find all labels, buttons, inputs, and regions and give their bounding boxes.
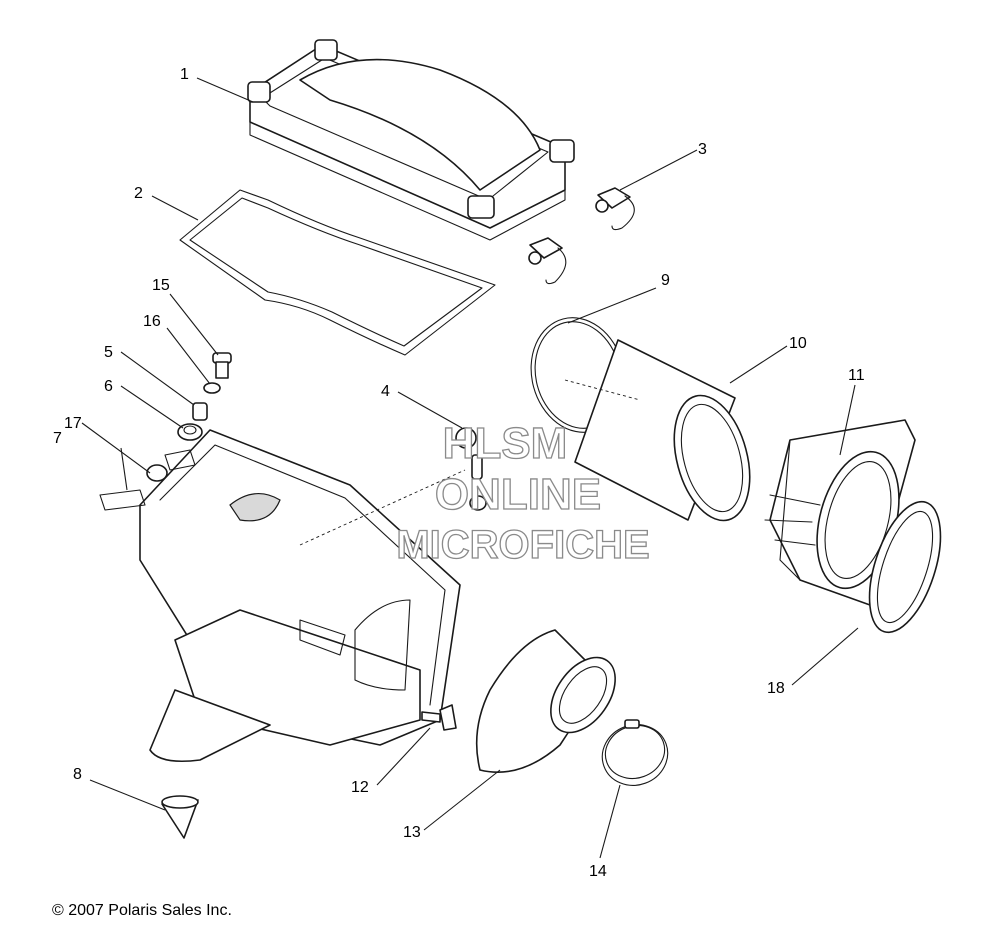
watermark-line-1: HLSM — [443, 419, 568, 468]
copyright-text: © 2007 Polaris Sales Inc. — [52, 902, 232, 919]
callout-7: 7 — [53, 430, 62, 447]
callout-5: 5 — [104, 344, 113, 361]
part-8-drain-valve — [161, 795, 199, 839]
callout-9: 9 — [661, 272, 670, 289]
watermark-line-2: ONLINE — [435, 470, 601, 519]
part-10-air-filter — [564, 339, 751, 522]
callout-8: 8 — [73, 766, 82, 783]
part-2-gasket — [179, 189, 496, 356]
callout-2: 2 — [134, 185, 143, 202]
callout-15: 15 — [152, 277, 170, 294]
part-5-bushing — [192, 402, 208, 421]
watermark: HLSM ONLINE MICROFICHE — [396, 418, 651, 567]
part-14-hose-clamp — [601, 719, 669, 786]
callout-labels: 1 2 3 4 5 6 7 8 9 10 11 12 13 14 15 16 1… — [53, 66, 865, 880]
part-18-seal — [868, 500, 942, 634]
callout-4: 4 — [381, 383, 390, 400]
callout-14: 14 — [589, 863, 607, 880]
part-6-grommet — [177, 423, 203, 441]
leader-lines — [81, 77, 859, 859]
part-12-wing-bolt — [421, 704, 457, 731]
part-1-airbox-cover — [247, 39, 575, 241]
part-7-airbox-body — [99, 429, 466, 763]
watermark-line-3: MICROFICHE — [396, 523, 649, 567]
part-16-washer — [203, 382, 221, 394]
callout-17: 17 — [64, 415, 82, 432]
callout-13: 13 — [403, 824, 421, 841]
callout-16: 16 — [143, 313, 161, 330]
callout-10: 10 — [789, 335, 807, 352]
part-15-screw — [212, 352, 232, 379]
part-4-fastener — [455, 427, 487, 511]
callout-3: 3 — [698, 141, 707, 158]
callout-18: 18 — [767, 680, 785, 697]
callout-11: 11 — [848, 367, 865, 384]
callout-1: 1 — [180, 66, 189, 83]
callout-6: 6 — [104, 378, 113, 395]
callout-12: 12 — [351, 779, 369, 796]
part-3-latch-clamps — [528, 187, 635, 285]
part-13-intake-boot — [475, 629, 616, 773]
part-17-nut — [146, 464, 168, 482]
